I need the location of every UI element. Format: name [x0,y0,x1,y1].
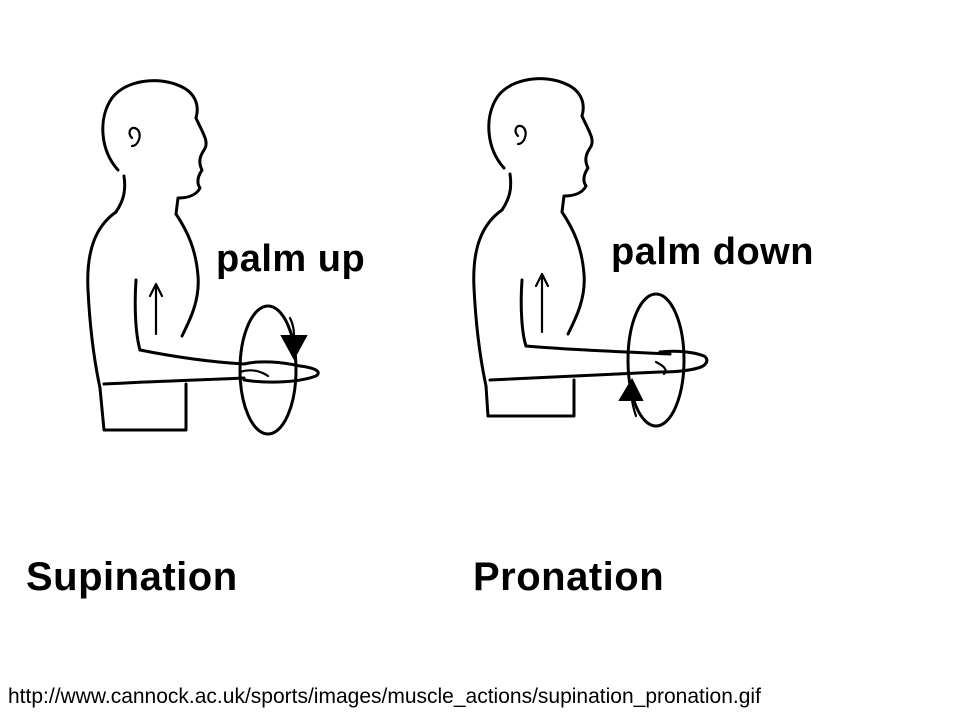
pronation-caption: Pronation [473,555,665,599]
pronation-figure [472,77,709,428]
supination-annotation: palm up [216,238,366,280]
source-url: http://www.cannock.ac.uk/sports/images/m… [8,685,761,708]
supination-figure [86,79,320,436]
pronation-annotation: palm down [611,231,814,273]
supination-caption: Supination [26,555,238,599]
